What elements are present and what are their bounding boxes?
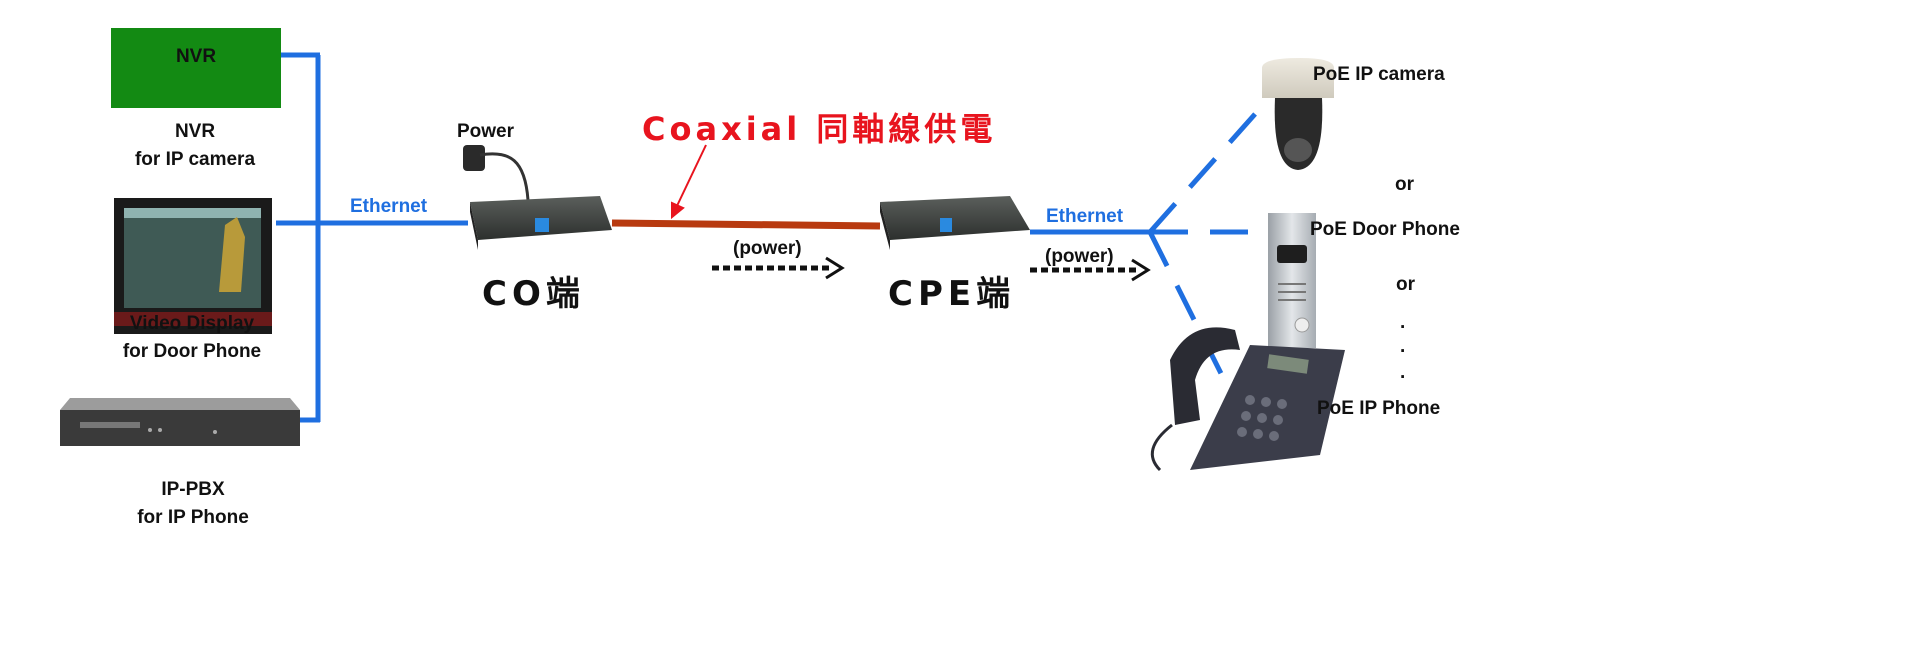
device-label-door-phone: PoE Door Phone: [1310, 219, 1460, 240]
ip-pbx-device-icon: [60, 398, 300, 446]
pbx-subtitle: for IP Phone: [137, 507, 249, 528]
display-subtitle: for Door Phone: [123, 341, 261, 362]
co-label: CO端: [482, 274, 585, 314]
left-ethernet-label: Ethernet: [350, 196, 428, 217]
or-label-2: or: [1396, 274, 1416, 295]
cpe-unit-icon: [880, 196, 1030, 250]
ellipsis-dot-2: .: [1400, 336, 1405, 357]
pbx-title: IP-PBX: [161, 479, 225, 500]
coax-cable: [611, 219, 881, 230]
device-label-ip-camera: PoE IP camera: [1313, 64, 1445, 85]
nvr-box-label: NVR: [176, 46, 216, 67]
ellipsis-dot-1: .: [1400, 312, 1405, 333]
ip-camera-icon: [1262, 58, 1334, 170]
left-ethernet-bus: [276, 52, 468, 423]
ip-phone-icon: [1150, 327, 1345, 472]
right-ethernet-label: Ethernet: [1046, 206, 1124, 227]
nvr-title: NVR: [175, 121, 215, 142]
coax-pointer-arrow: [671, 144, 707, 220]
coax-title: Coaxial 同軸線供電: [642, 110, 996, 148]
or-label-1: or: [1395, 174, 1415, 195]
video-display-icon: [114, 198, 272, 334]
power-label: Power: [457, 121, 515, 142]
right-power-arrow: [1030, 258, 1151, 282]
center-power-arrow: [712, 256, 845, 280]
co-unit-icon: [470, 196, 612, 250]
power-adapter-icon: [463, 145, 530, 201]
right-power-flow-label: (power): [1045, 246, 1114, 267]
device-label-ip-phone: PoE IP Phone: [1317, 398, 1440, 419]
nvr-subtitle: for IP camera: [135, 149, 255, 170]
center-power-flow-label: (power): [733, 238, 802, 259]
door-phone-icon: [1268, 213, 1316, 348]
cpe-label: CPE端: [888, 274, 1015, 314]
nvr-device: NVR: [111, 28, 281, 108]
ellipsis-dot-3: .: [1400, 362, 1405, 383]
display-title: Video Display: [130, 313, 255, 334]
